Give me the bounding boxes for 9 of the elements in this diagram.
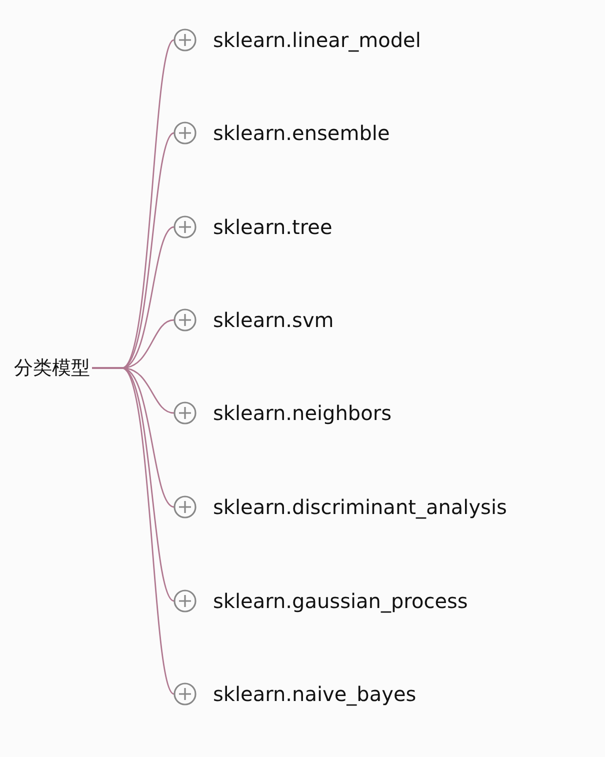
topic-label: sklearn.linear_model [213,28,421,52]
topic-label: sklearn.naive_bayes [213,682,416,706]
topic-label: sklearn.neighbors [213,401,392,425]
topic-label: sklearn.discriminant_analysis [213,495,507,519]
topic-label: sklearn.tree [213,215,332,239]
topic-label: sklearn.ensemble [213,121,390,145]
topic-label: sklearn.svm [213,308,334,332]
topic-label: sklearn.gaussian_process [213,589,468,613]
root-topic: 分类模型 [14,356,90,381]
